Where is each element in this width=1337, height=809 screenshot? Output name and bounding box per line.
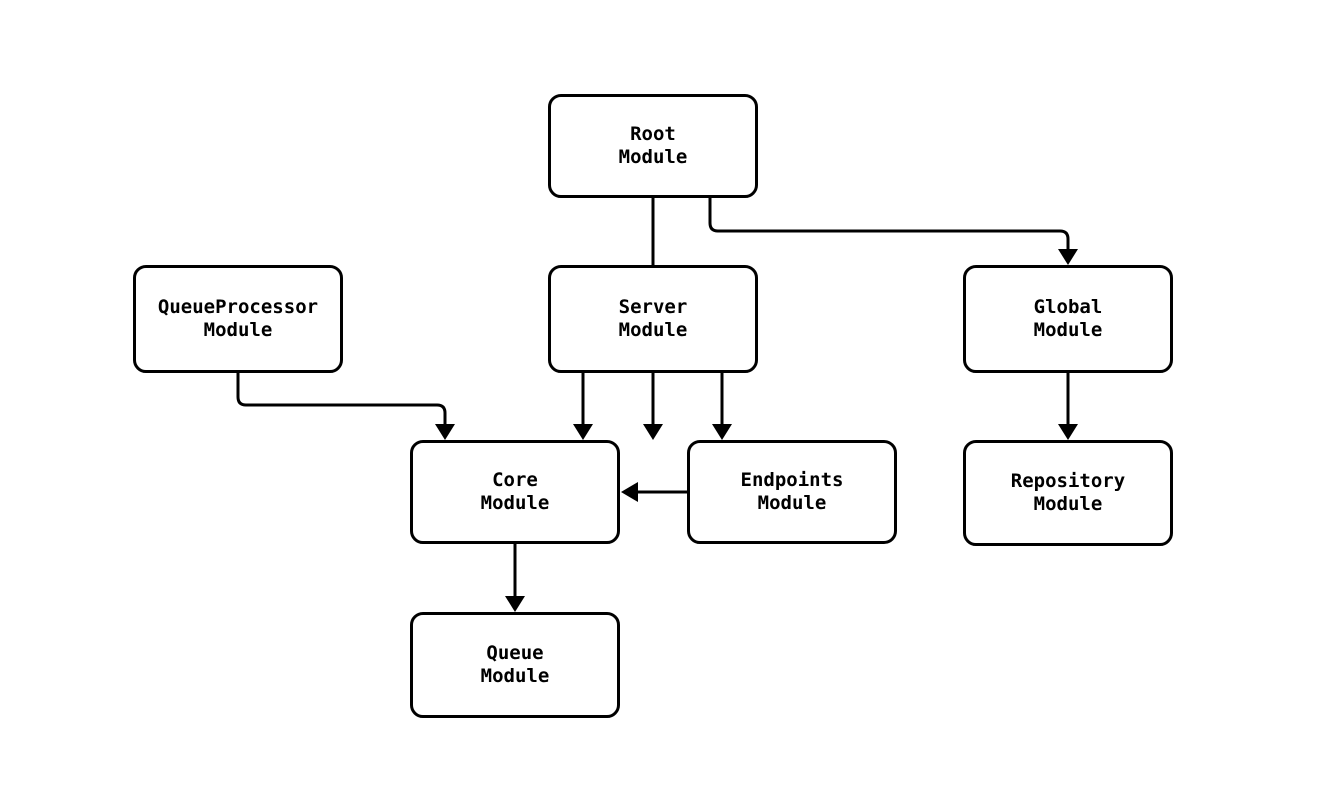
- node-global-label: Global Module: [1033, 296, 1103, 341]
- node-queueprocessor-label: QueueProcessor Module: [157, 296, 319, 341]
- node-root-label: Root Module: [618, 123, 688, 168]
- node-queue[interactable]: Queue Module: [410, 612, 620, 718]
- node-endpoints[interactable]: Endpoints Module: [687, 440, 897, 544]
- edge-global-repository: [1058, 373, 1078, 440]
- edge-server-endpoints: [712, 373, 732, 440]
- node-endpoints-label: Endpoints Module: [740, 469, 844, 514]
- node-repository-label: Repository Module: [1010, 470, 1126, 515]
- node-root[interactable]: Root Module: [548, 94, 758, 198]
- node-queueprocessor[interactable]: QueueProcessor Module: [133, 265, 343, 373]
- node-server[interactable]: Server Module: [548, 265, 758, 373]
- node-core[interactable]: Core Module: [410, 440, 620, 544]
- edge-endpoints-core: [621, 482, 687, 502]
- node-core-label: Core Module: [480, 469, 550, 514]
- node-server-label: Server Module: [618, 296, 688, 341]
- edge-core-queue: [505, 544, 525, 612]
- node-queue-label: Queue Module: [480, 642, 550, 687]
- node-repository[interactable]: Repository Module: [963, 440, 1173, 546]
- edge-root-global: [708, 198, 1078, 265]
- edge-queueprocessor-core: [236, 373, 455, 440]
- edge-server-core: [573, 373, 593, 440]
- node-global[interactable]: Global Module: [963, 265, 1173, 373]
